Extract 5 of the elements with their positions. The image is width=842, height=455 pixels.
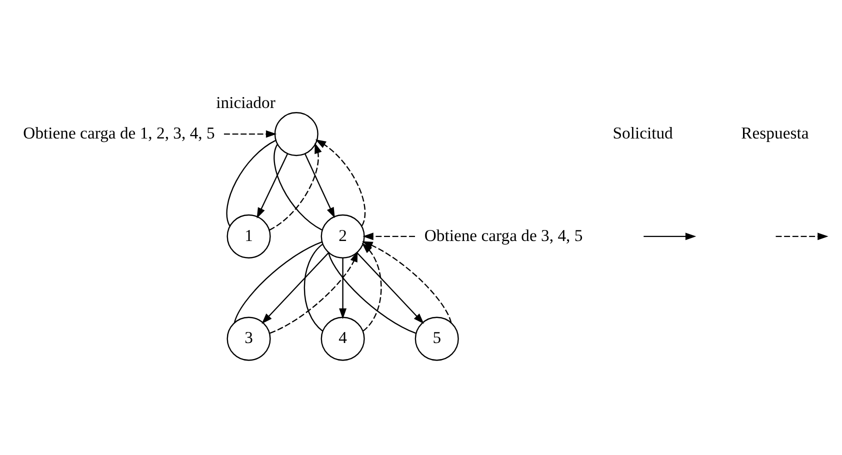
node-text: Obtiene carga de 1, 2, 3, 4, 5	[23, 123, 215, 142]
node-text: Obtiene carga de 3, 4, 5	[424, 226, 583, 245]
legend-label: Respuesta	[741, 123, 809, 142]
node-label: iniciador	[216, 93, 276, 112]
legend-label: Solicitud	[612, 123, 673, 142]
